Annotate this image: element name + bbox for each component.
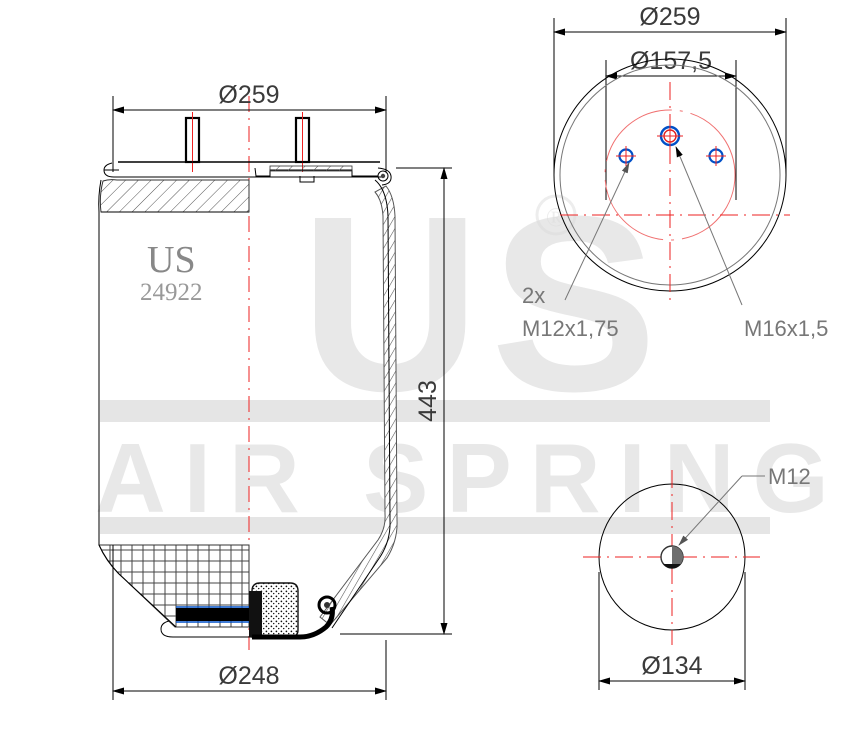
leader-stud-thread	[564, 162, 630, 301]
stud-hole-right	[706, 146, 726, 166]
watermark-bar-top	[100, 400, 770, 422]
dim-piston-diameter: Ø134	[598, 572, 746, 690]
dim-plate-outer-diameter: Ø259	[553, 3, 787, 175]
callout-stud-count: 2x	[522, 283, 545, 308]
dim-bottom-diameter-text: Ø248	[218, 662, 279, 690]
part-stamp-number: 24922	[140, 279, 203, 306]
dim-top-diameter-text: Ø259	[218, 81, 279, 109]
watermark-air-spring: AIR SPRING	[95, 423, 847, 533]
top-bead-plate	[103, 161, 392, 186]
dim-piston-diameter-text: Ø134	[641, 652, 702, 680]
watermark-bar-bottom	[100, 517, 770, 534]
dim-overall-height-text: 443	[414, 380, 442, 422]
top-studs	[184, 112, 311, 172]
dim-plate-outer-diameter-text: Ø259	[639, 3, 700, 31]
callout-air-port-thread: M16x1,5	[744, 316, 828, 341]
piston-center-hole	[660, 545, 684, 569]
part-stamp-brand: US	[147, 239, 196, 281]
dim-bolt-circle-diameter: Ø157,5	[605, 47, 737, 200]
dim-overall-height: 443	[340, 167, 452, 635]
bottom-bead-plate	[160, 582, 337, 640]
upper-section-hatch	[99, 179, 250, 213]
dim-bottom-diameter: Ø248	[112, 545, 387, 700]
main-section-view: Ø259 443 Ø248 US 24922	[98, 81, 452, 700]
watermark-layer: US AIR SPRING	[95, 164, 847, 534]
leader-piston-thread	[678, 475, 743, 546]
part-stamp: US 24922	[140, 239, 203, 306]
registered-glyph: ®	[546, 202, 567, 232]
top-plate-view: Ø259 Ø157,5	[522, 3, 828, 341]
air-port-hole	[657, 124, 683, 149]
dim-top-diameter: Ø259	[112, 81, 387, 172]
watermark-us: US	[300, 164, 667, 443]
dim-bolt-circle-diameter-text: Ø157,5	[630, 47, 712, 75]
piston-base-view: M12 Ø134	[583, 464, 811, 690]
leader-air-port	[675, 146, 743, 306]
bellows-body	[98, 179, 398, 629]
callout-piston-thread: M12	[768, 464, 811, 489]
bolt-circle	[604, 109, 736, 241]
stud-hole-left	[616, 146, 636, 166]
callout-stud-thread: M12x1,75	[522, 316, 619, 341]
